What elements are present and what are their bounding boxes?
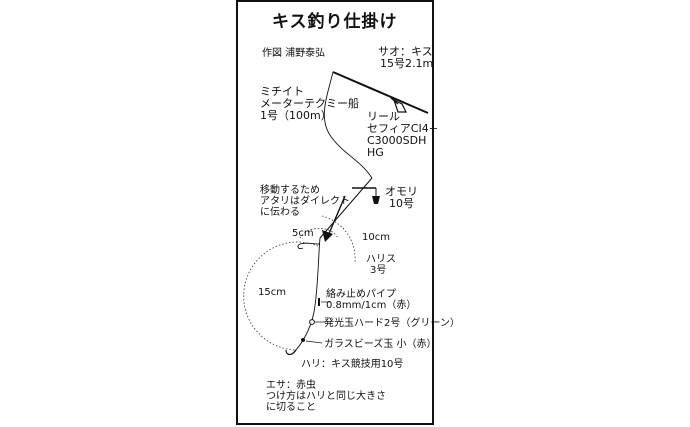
- sinker-label: オモリ 10号: [385, 186, 418, 210]
- credit: 作図 浦野泰弘: [262, 48, 326, 59]
- mainline-label-line2: メーターテクミー船: [260, 97, 359, 110]
- reel-label-line1: リール: [367, 110, 400, 123]
- harisu-label: ハリス 3号: [366, 254, 396, 276]
- glow-bead-icon: [309, 319, 315, 325]
- branch-loop: [297, 242, 321, 249]
- bait-label-line1: エサ：赤虫: [266, 380, 316, 391]
- bait-label-line3: に切ること: [266, 402, 316, 413]
- bait-label-line2: つけ方はハリと同じ大きさ: [266, 391, 386, 402]
- harisu-line: [293, 237, 321, 353]
- mainline-label-line1: ミチイト: [260, 85, 304, 98]
- page-title: キス釣り仕掛け: [272, 12, 398, 32]
- swing-arc-15cm: [243, 241, 319, 351]
- movement-note-line2: アタリはダイレクト: [260, 196, 350, 207]
- rod-label-line2: 15号2.1m: [380, 57, 434, 70]
- diagram-frame: [236, 0, 434, 425]
- reel-label-line4: HG: [367, 146, 384, 159]
- mainline-label: ミチイト メーターテクミー船 1号（100m）: [260, 86, 359, 122]
- main-line: [323, 71, 373, 179]
- swing-arc-5cm: [299, 227, 339, 239]
- reel-label-line2: セフィアCI4+: [367, 122, 438, 135]
- hook-icon: [285, 349, 297, 356]
- mainline-label-line3: 1号（100m）: [260, 109, 332, 122]
- dim-10cm: 10cm: [362, 232, 390, 243]
- bait-label: エサ：赤虫 つけ方はハリと同じ大きさ に切ること: [266, 380, 386, 413]
- harisu-label-line2: 3号: [370, 265, 387, 276]
- pipe-label-line1: 絡み止めパイプ: [326, 289, 396, 300]
- rod-tip: [332, 71, 405, 103]
- reel-label: リール セフィアCI4+ C3000SDH HG: [367, 111, 438, 159]
- arrow-head-icon: [322, 230, 333, 242]
- glass-bead-icon: [301, 338, 305, 342]
- movement-arrow: [327, 195, 346, 237]
- sinker-label-line2: 10号: [389, 197, 414, 210]
- movement-note: 移動するため アタリはダイレクト に伝わる: [260, 185, 350, 218]
- leader-glass: [305, 340, 323, 344]
- dim-5cm: 5cm: [292, 228, 314, 239]
- pipe-label: 絡み止めパイプ 0.8mm/1cm（赤）: [326, 289, 416, 311]
- dim-15cm: 15cm: [258, 287, 286, 298]
- glow-bead-label: 発光玉ハード2号（グリーン）: [324, 318, 460, 329]
- rod-label-line1: サオ：キス: [378, 45, 433, 58]
- reel-label-line3: C3000SDH: [367, 134, 427, 147]
- sinker-icon: [372, 196, 380, 204]
- harisu-label-line1: ハリス: [366, 254, 396, 265]
- rod-label: サオ：キス 15号2.1m: [378, 46, 433, 70]
- pipe-label-line2: 0.8mm/1cm（赤）: [326, 300, 417, 311]
- movement-note-line1: 移動するため: [260, 185, 320, 196]
- sinker-label-line1: オモリ: [385, 185, 418, 198]
- hook-label: ハリ：キス競技用10号: [301, 359, 404, 370]
- glass-bead-label: ガラスビーズ玉 小（赤）: [324, 339, 437, 350]
- reel-icon: [390, 97, 407, 113]
- tenbin-wire: [319, 177, 373, 239]
- movement-note-line3: に伝わる: [260, 207, 300, 218]
